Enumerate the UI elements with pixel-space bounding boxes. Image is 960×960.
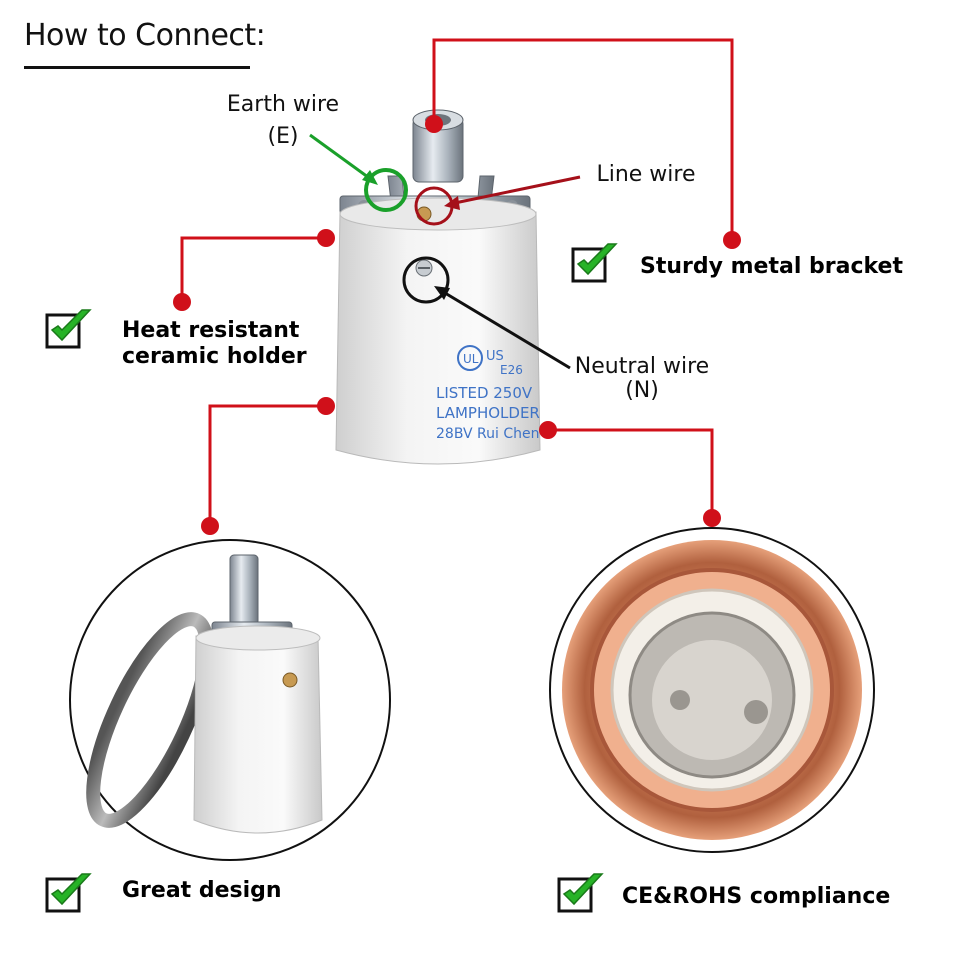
connector-dot	[723, 231, 741, 249]
connector-design	[208, 404, 326, 526]
check-icon	[557, 873, 604, 913]
connector-dot	[539, 421, 557, 439]
connector-dot	[201, 517, 219, 535]
line-wire-label: Line wire	[596, 162, 696, 187]
connector-dot	[703, 509, 721, 527]
earth-wire-label: Earth wire	[226, 92, 340, 117]
page-title: How to Connect:	[24, 18, 266, 53]
line-pointer-line	[449, 175, 581, 206]
socket-print-line1: LISTED 250V	[436, 384, 533, 402]
feature-bracket-label: Sturdy metal bracket	[640, 254, 903, 279]
socket-mark-text: US	[486, 349, 504, 364]
connector-ceramic	[180, 236, 326, 302]
svg-text:UL: UL	[463, 352, 479, 366]
check-icon	[571, 243, 618, 283]
neutral-pointer-arrow	[434, 286, 450, 300]
neutral-wire-abbrev: (N)	[625, 378, 659, 403]
connector-compliance	[548, 428, 714, 518]
connector-dot	[425, 115, 443, 133]
earth-marker-circle	[364, 168, 408, 212]
neutral-wire-label: Neutral wire	[574, 354, 710, 379]
connector-dot	[317, 229, 335, 247]
connector-dot	[173, 293, 191, 311]
earth-pointer-line	[309, 133, 373, 182]
connector-dot	[317, 397, 335, 415]
connector-bracket	[432, 38, 734, 240]
check-icon	[45, 309, 92, 349]
earth-pointer-arrow	[362, 170, 378, 185]
socket-print-line3: 28BV Rui Chen	[436, 426, 539, 442]
main-socket-image: UL	[335, 109, 541, 465]
check-icon	[45, 873, 92, 913]
title-underline	[24, 66, 250, 69]
feature-ceramic-label-line2: ceramic holder	[122, 344, 307, 369]
feature-compliance-label: CE&ROHS compliance	[622, 884, 891, 909]
compliance-circle-image	[549, 527, 875, 853]
neutral-marker-circle	[402, 256, 450, 304]
socket-print-line2: LAMPHOLDER	[436, 404, 540, 422]
neutral-pointer-line	[439, 288, 571, 370]
design-circle-image	[69, 539, 391, 861]
feature-design-label: Great design	[122, 878, 282, 903]
earth-wire-abbrev: (E)	[267, 124, 299, 149]
socket-model-text: E26	[500, 363, 523, 377]
line-pointer-arrow	[444, 196, 460, 210]
feature-ceramic-label-line1: Heat resistant	[122, 318, 300, 343]
